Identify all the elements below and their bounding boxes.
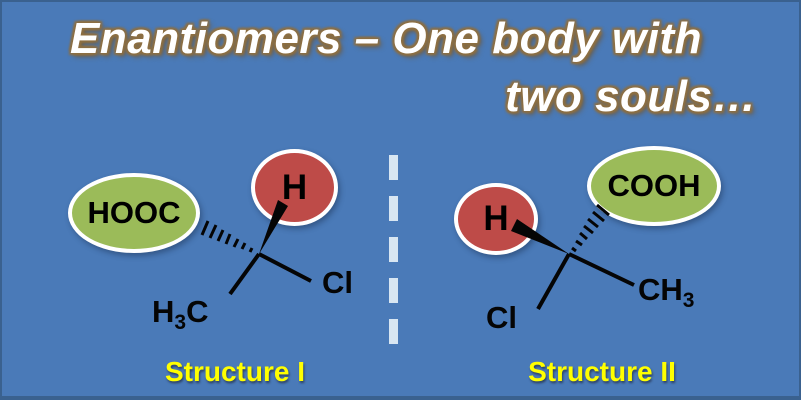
structure1-methyl-label: H3C (152, 294, 209, 334)
structure1-hydrogen-bubble: H (251, 149, 338, 226)
structure1-carboxyl-label: HOOC (87, 195, 181, 230)
structure2-carboxyl-label: COOH (607, 168, 701, 203)
structure1-bond-to-methyl (228, 252, 261, 296)
title-line-1: Enantiomers – One body with (70, 14, 703, 63)
structure2-carboxyl-bubble: COOH (587, 146, 721, 226)
structure1-carboxyl-bubble: HOOC (68, 173, 200, 253)
structure1-bond-to-chlorine (258, 252, 312, 283)
mirror-divider-dashed-line (389, 155, 398, 350)
structure2-chlorine-label: Cl (486, 300, 517, 335)
structure2-bond-to-chlorine (536, 253, 571, 310)
structure1-hashed-wedge-bond (200, 220, 254, 253)
structure1-hydrogen-label: H (281, 167, 308, 207)
structure2-hydrogen-bubble: H (454, 183, 538, 255)
title-line-2: two souls… (505, 72, 757, 121)
structure2-methyl-label: CH3 (638, 272, 695, 312)
structure2-hydrogen-label: H (483, 199, 509, 238)
structure2-caption: Structure II (528, 356, 676, 387)
structure2-bond-to-methyl (568, 252, 635, 287)
structure1-chlorine-label: Cl (322, 265, 353, 300)
structure1-caption: Structure I (164, 356, 306, 387)
